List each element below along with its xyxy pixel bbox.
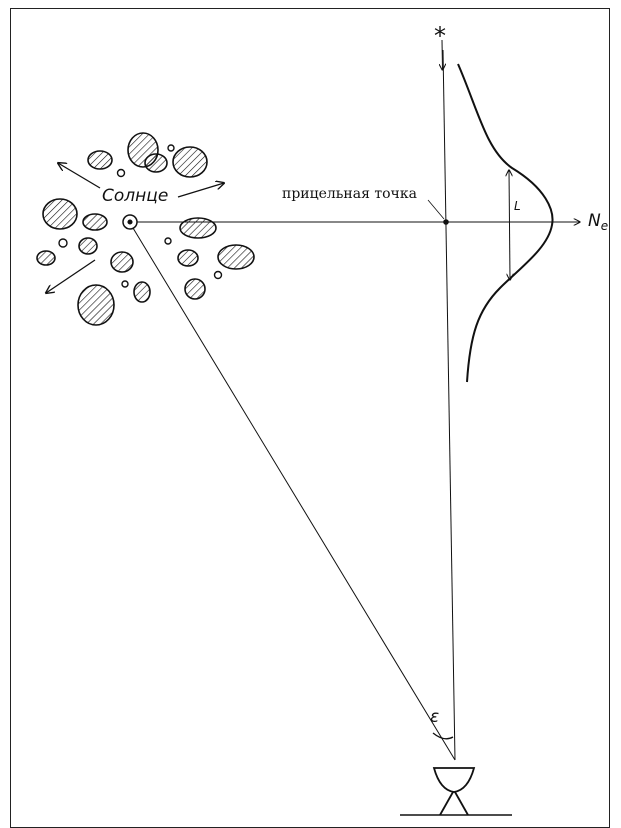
aim-point-label: прицельная точка: [282, 186, 417, 202]
clump: [180, 218, 216, 238]
small-clump: [118, 170, 125, 177]
density-profile-curve: [458, 64, 553, 382]
clump: [111, 252, 133, 272]
width-arrow: [509, 170, 510, 280]
clump: [173, 147, 207, 177]
small-clump: [165, 238, 171, 244]
clump: [178, 250, 198, 266]
clump: [185, 279, 205, 299]
sun-symbol: [123, 215, 137, 229]
sun-antenna-line: [133, 228, 455, 760]
small-clump: [122, 281, 128, 287]
small-clump: [168, 145, 174, 151]
clump: [79, 238, 97, 254]
clump: [145, 154, 167, 172]
plasma-clumps: [37, 133, 254, 325]
small-clump: [215, 272, 222, 279]
clump: [83, 214, 107, 230]
star-label: *: [434, 22, 446, 50]
angle-arc: [433, 733, 453, 739]
antenna-icon: [400, 768, 512, 815]
clump: [134, 282, 150, 302]
ne-label: Ne: [588, 211, 608, 233]
line-of-sight: [443, 50, 455, 760]
small-clump: [59, 239, 67, 247]
clump: [78, 285, 114, 325]
width-label: L: [514, 199, 521, 213]
clump: [37, 251, 55, 265]
clump: [43, 199, 77, 229]
arrow-ne: [178, 183, 224, 197]
aim-point-pointer: [428, 200, 444, 219]
clump: [218, 245, 254, 269]
clump: [88, 151, 112, 169]
aim-point-dot: [443, 219, 449, 225]
sun-label: Солнце: [102, 186, 168, 206]
angle-label: ε: [430, 707, 439, 727]
ne-main: N: [588, 211, 601, 231]
ne-subscript: e: [601, 219, 608, 233]
